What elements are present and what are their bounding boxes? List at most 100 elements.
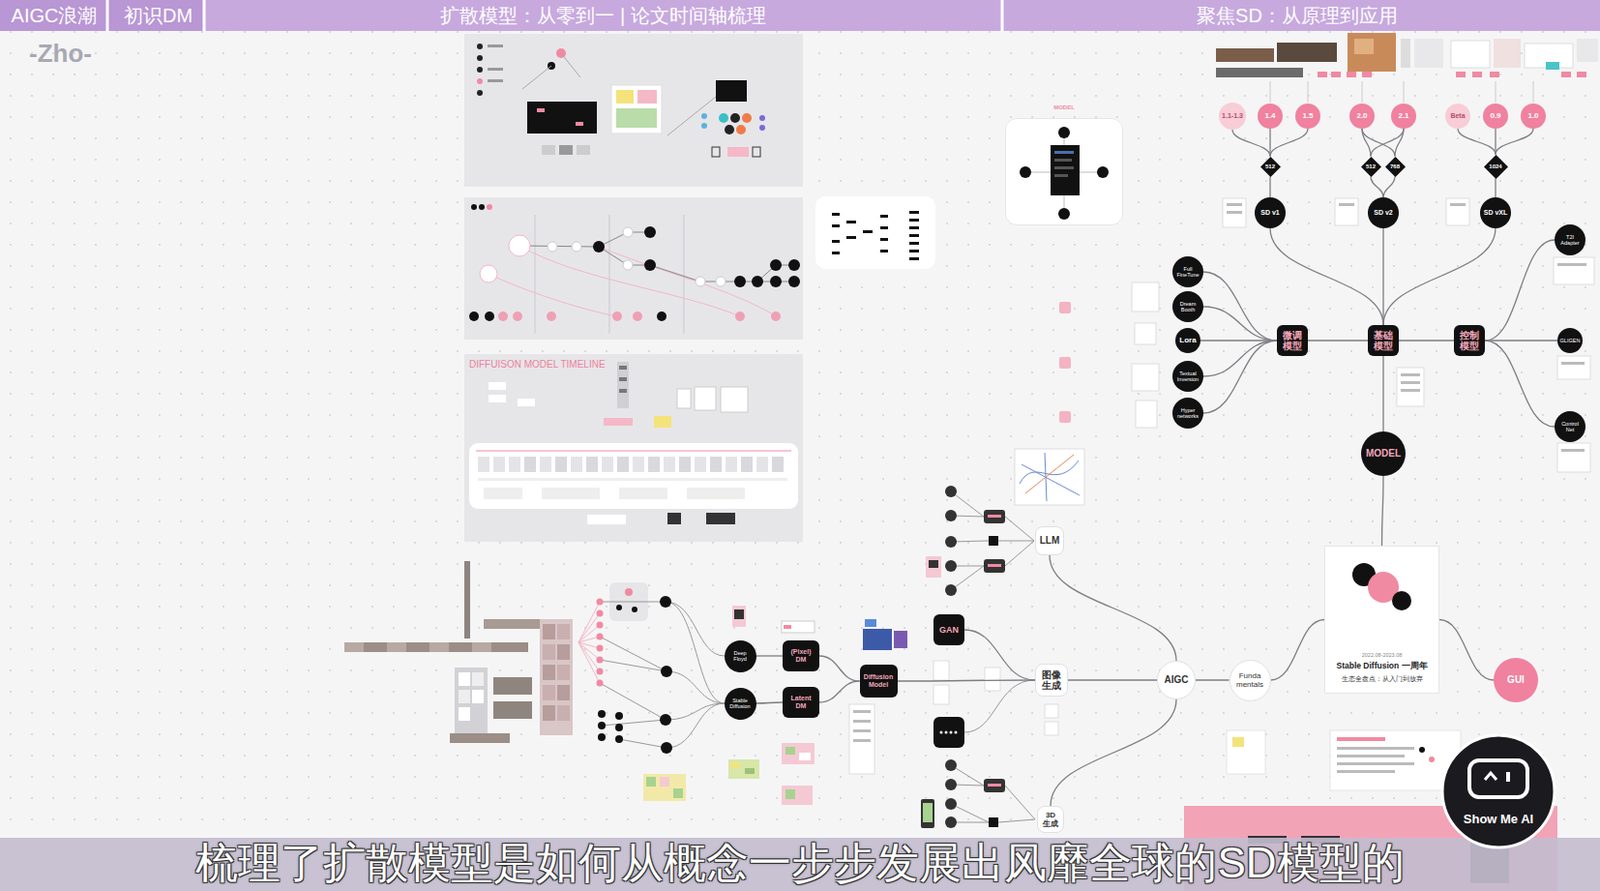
node-text: SD v1 bbox=[1260, 208, 1279, 217]
model-card-illustration bbox=[1050, 145, 1080, 196]
branch-illustration bbox=[933, 716, 965, 748]
connector bbox=[756, 654, 784, 656]
timeline-panel bbox=[632, 456, 645, 473]
left-tree-illustration bbox=[557, 664, 570, 681]
sd-illustration bbox=[1131, 282, 1159, 312]
left-tree-illustration bbox=[596, 610, 604, 618]
sd-illustration bbox=[1059, 356, 1071, 369]
legend-card-illustration bbox=[909, 226, 919, 230]
left-tree-illustration bbox=[344, 642, 364, 652]
sd-illustration bbox=[1232, 737, 1245, 747]
branch-illustration bbox=[1019, 452, 1080, 502]
topic-box: 图像生成 bbox=[1035, 663, 1068, 697]
node-text: 512 bbox=[1365, 163, 1376, 171]
sd-illustration bbox=[1428, 756, 1435, 763]
topic-circle: AIGC bbox=[1156, 660, 1196, 700]
timeline-panel bbox=[677, 388, 691, 409]
timeline-panel bbox=[575, 121, 584, 126]
left-tree-illustration bbox=[344, 642, 529, 652]
branch-illustration bbox=[920, 448, 1085, 829]
timeline-panel bbox=[559, 145, 573, 155]
timeline-panel bbox=[478, 204, 485, 210]
left-tree-illustration bbox=[731, 762, 740, 769]
sd-illustration bbox=[1392, 591, 1412, 611]
logo-icon bbox=[1469, 760, 1528, 798]
legend-card-illustration bbox=[831, 251, 840, 255]
node-text: MODEL bbox=[1053, 104, 1075, 112]
legend-card-illustration bbox=[831, 239, 840, 243]
left-tree-illustration bbox=[673, 788, 683, 799]
connector bbox=[1269, 177, 1271, 199]
left-tree-illustration bbox=[493, 701, 533, 719]
timeline-panel bbox=[477, 477, 788, 481]
tab-label: AIGC浪潮 bbox=[3, 3, 105, 28]
node-text: 1.4 bbox=[1264, 111, 1275, 120]
concept-box: (Pixel) DM bbox=[782, 640, 820, 672]
panel-title: DIFFUISON MODEL TIMELINE bbox=[469, 358, 682, 371]
connector bbox=[1067, 679, 1157, 681]
connector bbox=[1439, 620, 1494, 682]
timeline-panel bbox=[487, 79, 504, 83]
concept-circle: Stable Diffusion bbox=[724, 687, 757, 720]
connector bbox=[1383, 177, 1395, 199]
timeline-panel bbox=[741, 113, 752, 123]
left-tree-illustration bbox=[853, 739, 871, 742]
timeline-panel bbox=[715, 80, 747, 102]
logo-icon bbox=[1442, 735, 1555, 848]
top-bar bbox=[0, 0, 205, 31]
node-text: 1.0 bbox=[1527, 111, 1539, 120]
timeline-panel bbox=[571, 241, 582, 252]
timeline-panel bbox=[519, 232, 795, 282]
left-tree-illustration bbox=[785, 746, 796, 755]
timeline-panel bbox=[476, 66, 483, 73]
left-tree-illustration bbox=[646, 776, 656, 787]
concept-circle: Control Net bbox=[1554, 411, 1586, 443]
timeline-panel bbox=[734, 275, 746, 288]
node-text: 基础模型 bbox=[1372, 329, 1394, 353]
timeline-panel bbox=[464, 33, 803, 187]
sd-illustration bbox=[1561, 361, 1585, 365]
left-tree-illustration bbox=[596, 680, 604, 687]
connector bbox=[1362, 128, 1395, 157]
left-tree-illustration bbox=[557, 644, 570, 660]
concept-box: 基础模型 bbox=[1367, 325, 1399, 356]
timeline-panel bbox=[576, 145, 591, 155]
branch-illustration bbox=[983, 778, 1006, 793]
left-tree-illustration bbox=[597, 721, 606, 730]
left-tree-illustration bbox=[665, 601, 725, 748]
timeline-panel bbox=[788, 259, 800, 271]
connector bbox=[1494, 128, 1496, 155]
model-card-illustration bbox=[1054, 150, 1074, 154]
timeline-panel bbox=[619, 487, 668, 500]
sd-illustration bbox=[1324, 545, 1440, 694]
node-text: 0.9 bbox=[1489, 111, 1501, 120]
node-text: LLM bbox=[1039, 534, 1061, 547]
timeline-panel bbox=[555, 456, 567, 473]
timeline-panel bbox=[683, 214, 685, 334]
branch-illustration bbox=[940, 731, 944, 735]
timeline-panel bbox=[616, 89, 634, 104]
concept-circle: SD v2 bbox=[1367, 197, 1399, 229]
node-text: GAN bbox=[939, 624, 959, 635]
timeline-panel bbox=[701, 113, 708, 119]
version-circle: 1.4 bbox=[1257, 103, 1283, 129]
timeline-panel bbox=[464, 354, 803, 542]
timeline-panel bbox=[667, 512, 682, 525]
timeline-panel bbox=[770, 259, 782, 271]
timeline-panel bbox=[644, 226, 656, 238]
node-text: Deep Floyd bbox=[727, 650, 753, 663]
sd-illustration bbox=[1330, 730, 1461, 791]
left-tree-illustration bbox=[386, 642, 407, 652]
legend-card-illustration bbox=[909, 241, 919, 245]
timeline-panel bbox=[644, 259, 656, 271]
timeline-panel bbox=[536, 108, 545, 113]
left-tree-illustration bbox=[458, 689, 471, 704]
branch-illustration bbox=[945, 485, 957, 498]
connector bbox=[1203, 340, 1277, 414]
timeline-panel bbox=[498, 311, 508, 322]
timeline-panel bbox=[493, 456, 505, 473]
concept-circle: MODEL bbox=[1361, 431, 1406, 476]
sd-illustration bbox=[1336, 770, 1395, 773]
timeline-panel bbox=[464, 33, 803, 187]
